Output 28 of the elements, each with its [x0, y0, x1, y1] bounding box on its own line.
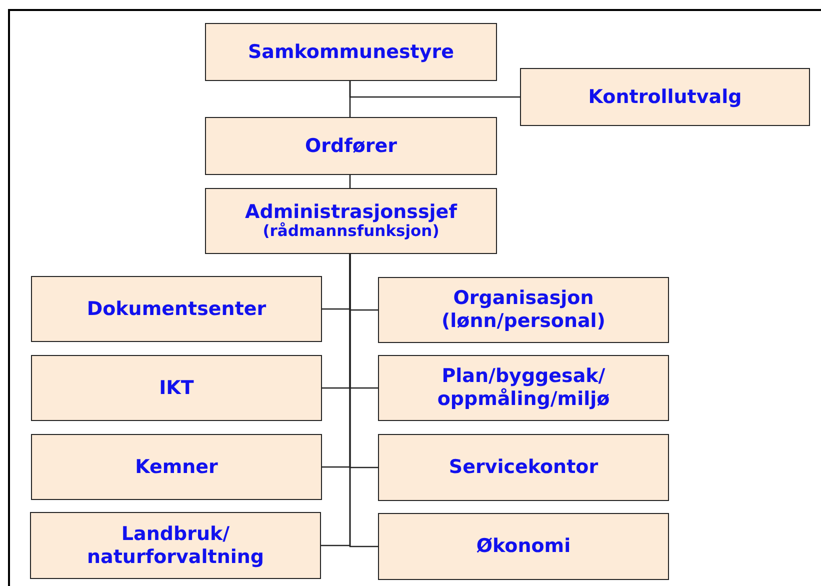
unit-title: Ordfører — [304, 134, 398, 158]
org-unit-box — [31, 355, 322, 421]
org-unit-box — [30, 512, 321, 579]
org-unit-box — [378, 277, 669, 343]
connector-line — [349, 81, 351, 117]
unit-title: Landbruk/ naturforvaltning — [86, 522, 265, 568]
unit-title: Økonomi — [476, 535, 571, 558]
org-unit-box — [205, 117, 497, 175]
unit-title: IKT — [159, 376, 194, 400]
org-unit-box — [31, 276, 322, 342]
connector-line — [349, 175, 351, 188]
org-unit-box — [378, 434, 669, 501]
unit-title: Samkommunestyre — [248, 40, 454, 64]
connector-line — [349, 254, 378, 548]
unit-title: Kemner — [135, 456, 218, 478]
unit-title: Administrasjonssjef — [245, 200, 457, 223]
org-unit-box — [205, 188, 497, 254]
unit-title: Dokumentsenter — [86, 298, 266, 320]
org-unit-box — [31, 434, 322, 500]
unit-title: Plan/byggesak/ oppmåling/miljø — [436, 365, 611, 411]
unit-subtitle: (rådmannsfunksjon) — [262, 223, 440, 242]
unit-title: Kontrollutvalg — [588, 86, 742, 108]
org-unit-box — [378, 355, 669, 421]
org-unit-box — [520, 68, 810, 126]
unit-title: Servicekontor — [448, 456, 598, 479]
org-unit-box — [378, 513, 669, 580]
org-unit-box — [205, 23, 497, 81]
unit-title: Organisasjon (lønn/personal) — [440, 287, 606, 333]
